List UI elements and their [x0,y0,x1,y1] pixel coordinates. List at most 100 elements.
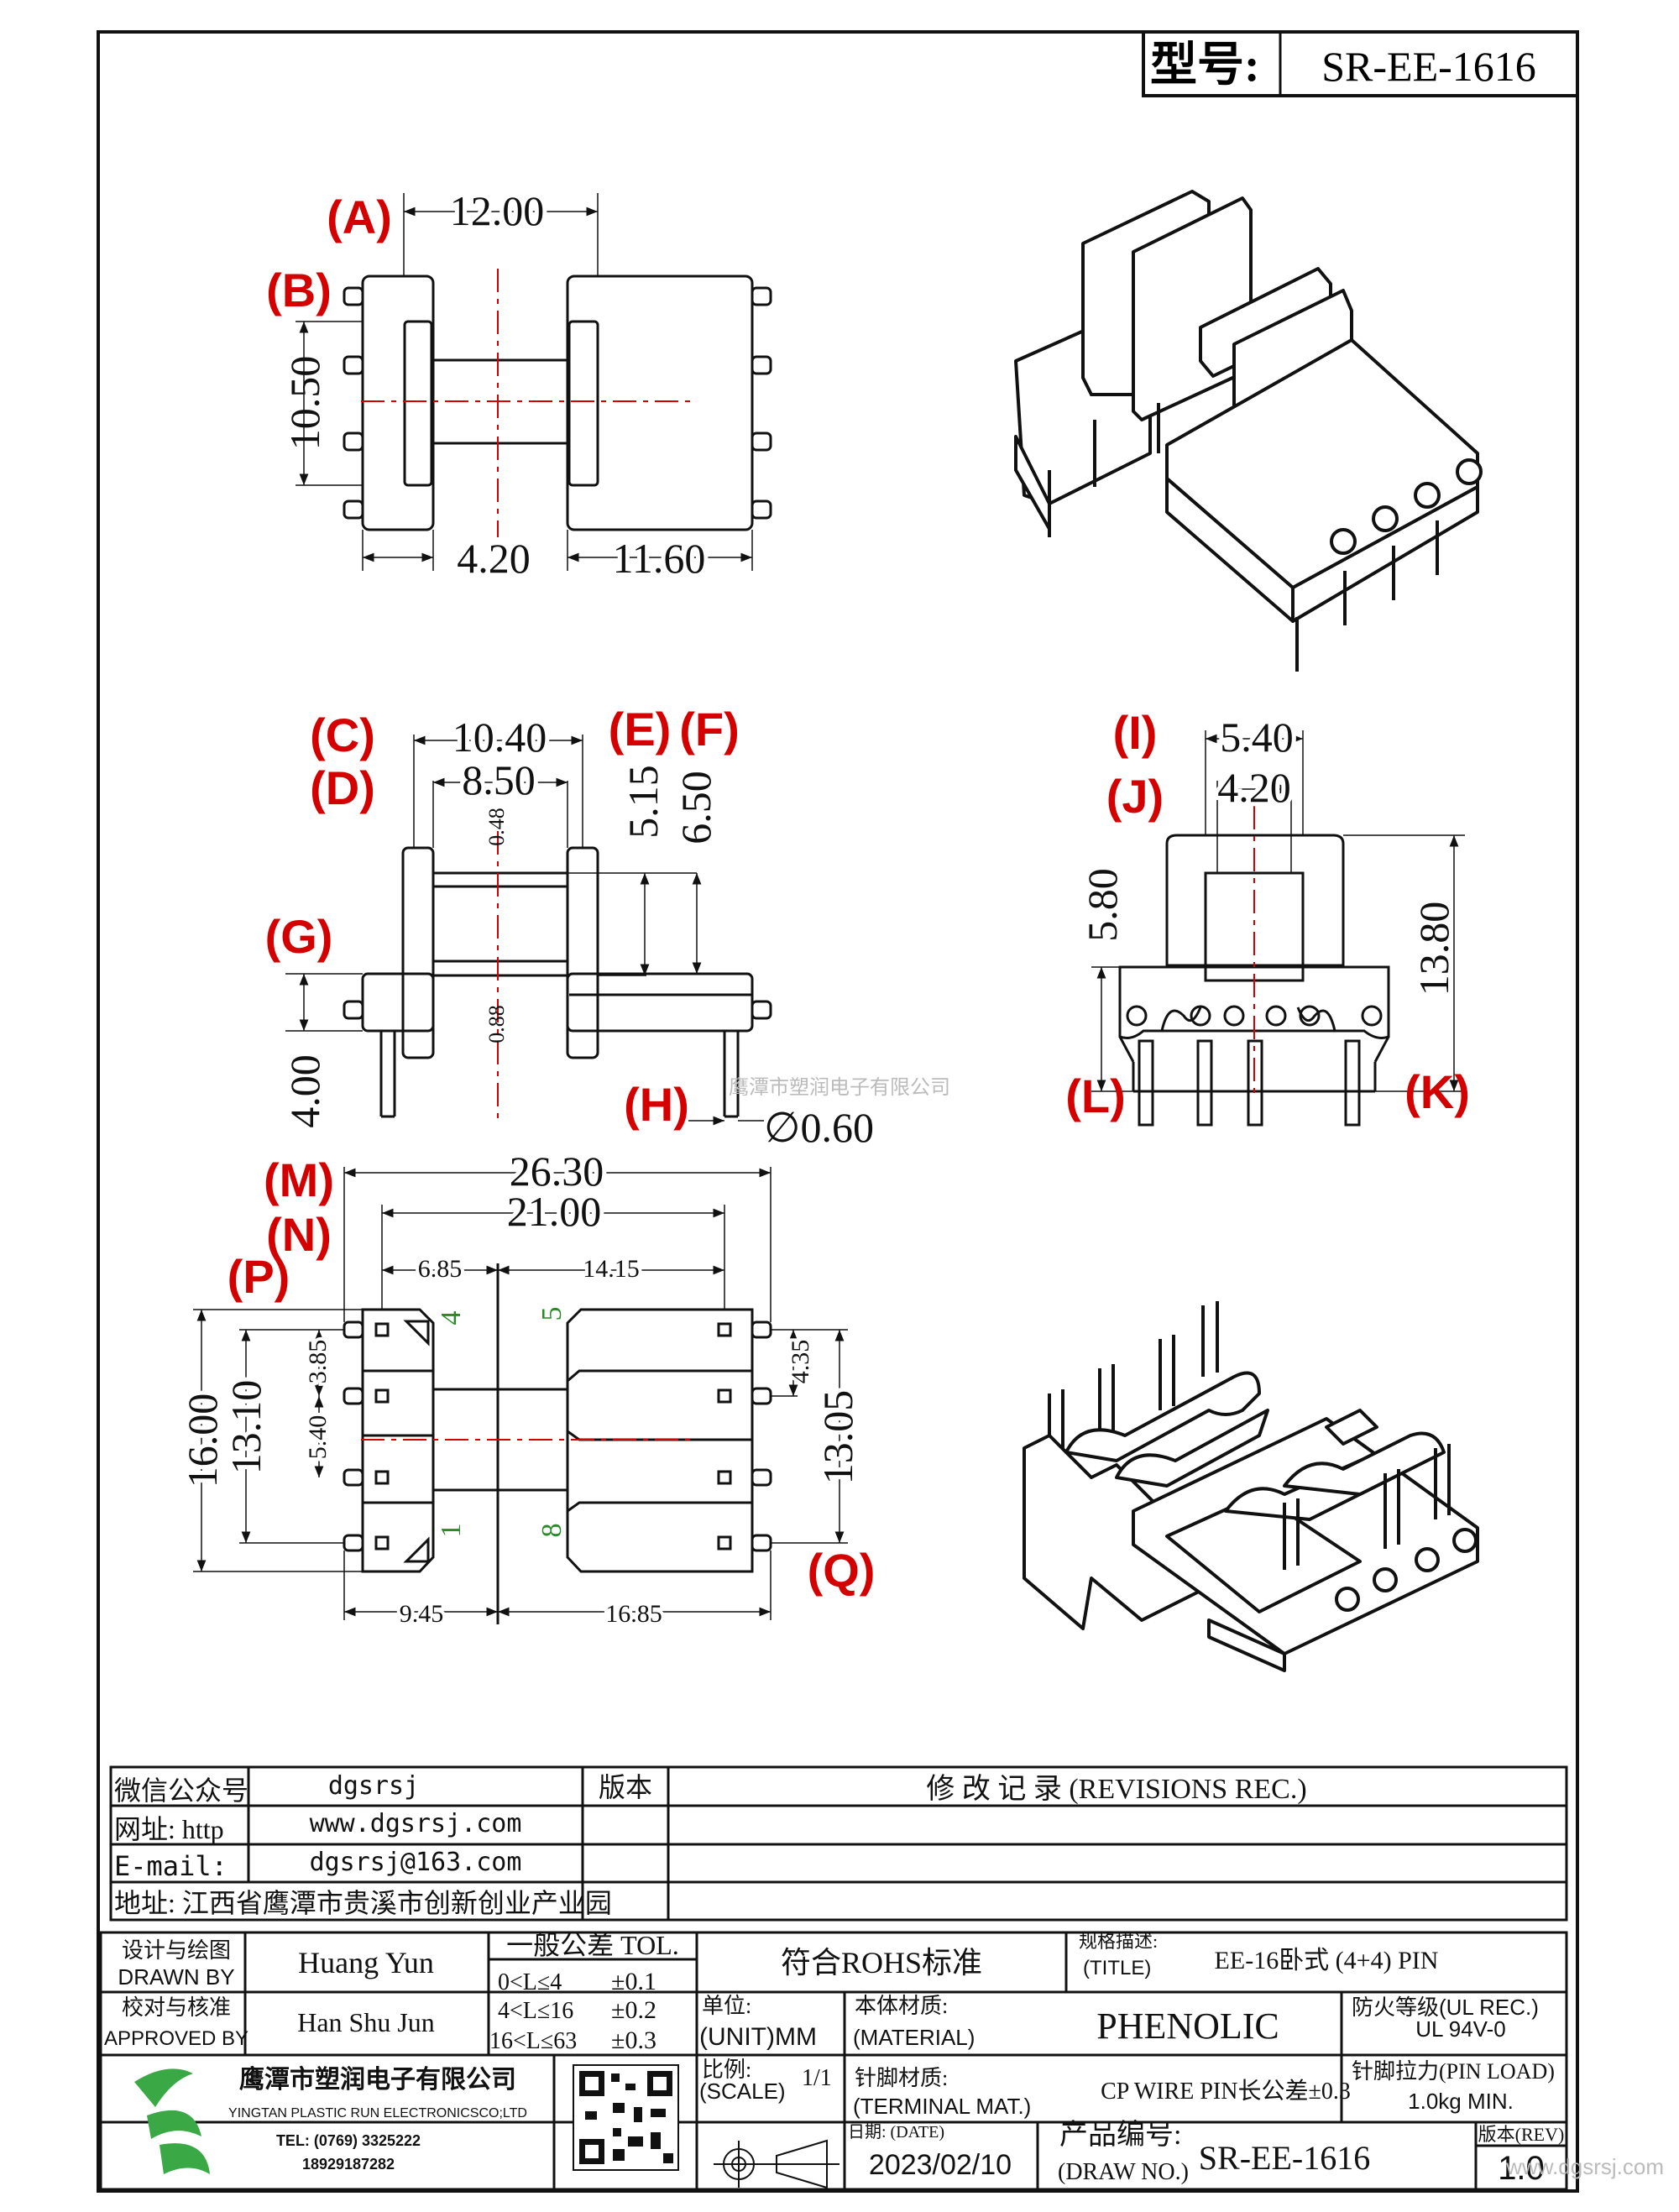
dim-21-00: 21.00 [507,1188,602,1235]
dim-26-30: 26.30 [510,1148,604,1195]
terminal-value: CP WIRE PIN长公差±0.3 [1101,2078,1351,2105]
tol-range-3: 16<L≤63 [489,2028,577,2054]
revisions-header: 修 改 记 录 (REVISIONS REC.) [926,1773,1306,1805]
drawno-value: SR-EE-1616 [1199,2139,1370,2177]
dim-13-80: 13.80 [1410,902,1457,996]
callout-q: (Q) [808,1544,876,1597]
callout-i: (I) [1113,706,1158,759]
projection-symbol-icon [714,2139,840,2189]
dim-0-48: 0.48 [484,808,509,846]
rohs-text: 符合ROHS标准 [781,1946,982,1979]
drawno-label: 产品编号: [1059,2119,1181,2151]
dim-5-80: 5.80 [1079,868,1126,942]
model-label: 型号: [1150,39,1260,92]
scale-value: 1/1 [802,2065,832,2091]
dim-0-88: 0.88 [484,1005,509,1043]
side-view [1091,730,1465,1127]
top-view-left-flange [361,275,435,531]
web-value[interactable]: www.dgsrsj.com [310,1809,522,1838]
company-logo [134,2068,210,2174]
model-value: SR-EE-1616 [1321,43,1536,90]
date-label: 日期: (DATE) [848,2123,944,2141]
callout-m: (M) [264,1153,334,1206]
pin-number-5: 5 [536,1307,568,1321]
unit-value: (UNIT)MM [699,2023,817,2051]
fire-label: 防火等级(UL REC.) [1352,1995,1539,2020]
dim-6-85: 6.85 [418,1255,463,1283]
dim-13-05: 13.05 [814,1390,861,1485]
model-title-box: 型号: SR-EE-1616 [1142,30,1579,97]
bottom-view [193,1167,848,1624]
callout-p: (P) [228,1250,290,1303]
callout-n: (N) [266,1208,332,1261]
dim-dia-0-60: ∅0.60 [764,1104,874,1151]
dim-14-15: 14.15 [583,1255,640,1283]
dim-11-60: 11.60 [613,535,706,582]
checker-name: Han Shu Jun [297,2007,435,2037]
front-view [285,735,772,1126]
callout-b: (B) [266,264,332,316]
dim-4-20-top: 4.20 [457,535,531,582]
checker-label-en: APPROVED BY [104,2027,248,2050]
isometric-view-bottom [1023,1301,1479,1672]
pin-load-value: 1.0kg MIN. [1408,2089,1514,2114]
isometric-view-top [1014,190,1483,672]
sheet-border [97,30,1579,2193]
dim-9-45: 9.45 [400,1600,444,1628]
top-view-left-pins [343,286,364,520]
scale-label-en: (SCALE) [699,2079,786,2104]
dim-13-10: 13.10 [222,1380,269,1475]
watermark-center: 鹰潭市塑润电子有限公司 [729,1076,950,1099]
wechat-value: dgsrsj [328,1771,419,1801]
designer-label-cn: 设计与绘图 [122,1938,231,1963]
dim-3-85: 3.85 [304,1340,332,1384]
rev-label: 版本(REV) [1478,2124,1565,2145]
dim-16-00: 16.00 [179,1394,226,1488]
tol-value-2: ±0.2 [611,1996,656,2024]
dim-4-35: 4.35 [787,1340,814,1384]
dim-12-00: 12.00 [450,187,545,234]
date-value: 2023/02/10 [869,2149,1012,2181]
terminal-label: 针脚材质: [855,2066,948,2090]
callout-h: (H) [624,1078,689,1131]
tolerance-title: 一般公差 TOL. [506,1930,679,1960]
tol-value-3: ±0.3 [611,2026,656,2054]
fire-value: UL 94V-0 [1415,2016,1505,2042]
material-label-en: (MATERIAL) [853,2025,975,2050]
info-block [99,1931,1568,2191]
pin-load-label: 针脚拉力(PIN LOAD) [1352,2059,1555,2084]
callout-k: (K) [1404,1065,1470,1118]
email-value[interactable]: dgsrsj@163.com [310,1848,522,1877]
company-name-en: YINGTAN PLASTIC RUN ELECTRONICSCO;LTD [228,2106,527,2120]
pin-number-8: 8 [536,1524,568,1538]
company-name-cn: 鹰潭市塑润电子有限公司 [239,2065,516,2094]
dim-10-40: 10.40 [452,714,547,761]
dim-4-00: 4.00 [281,1054,328,1128]
unit-label: 单位: [702,1994,751,2018]
version-header: 版本 [599,1772,652,1802]
revision-table [109,1765,1568,1922]
designer-name: Huang Yun [298,1946,434,1979]
top-view-right-pins [751,286,772,520]
callout-g: (G) [265,910,333,963]
callout-a: (A) [327,191,392,243]
dim-10-50: 10.50 [281,356,328,451]
dim-5-40-side: 5.40 [1220,714,1294,761]
scale-label: 比例: [702,2058,751,2082]
web-label: 网址: http [114,1814,224,1844]
pin-number-4: 4 [436,1311,467,1326]
tol-value-1: ±0.1 [611,1968,656,1995]
checker-label-cn: 校对与核准 [122,1995,231,2020]
wechat-label: 微信公众号 [114,1775,248,1806]
callout-e: (E) [609,703,672,756]
rev-value: 1.0 [1498,2150,1545,2187]
callout-c: (C) [310,709,375,761]
callout-j: (J) [1106,770,1164,823]
top-view [296,193,772,571]
designer-label-en: DRAWN BY [118,1964,234,1990]
dim-5-40-bottom: 5.40 [304,1415,332,1460]
email-label: E-mail: [114,1850,228,1882]
watermark-corner: www.dgsrsj.com [1505,2154,1664,2179]
dim-5-15: 5.15 [620,765,667,839]
dim-16-85: 16.85 [605,1600,662,1628]
